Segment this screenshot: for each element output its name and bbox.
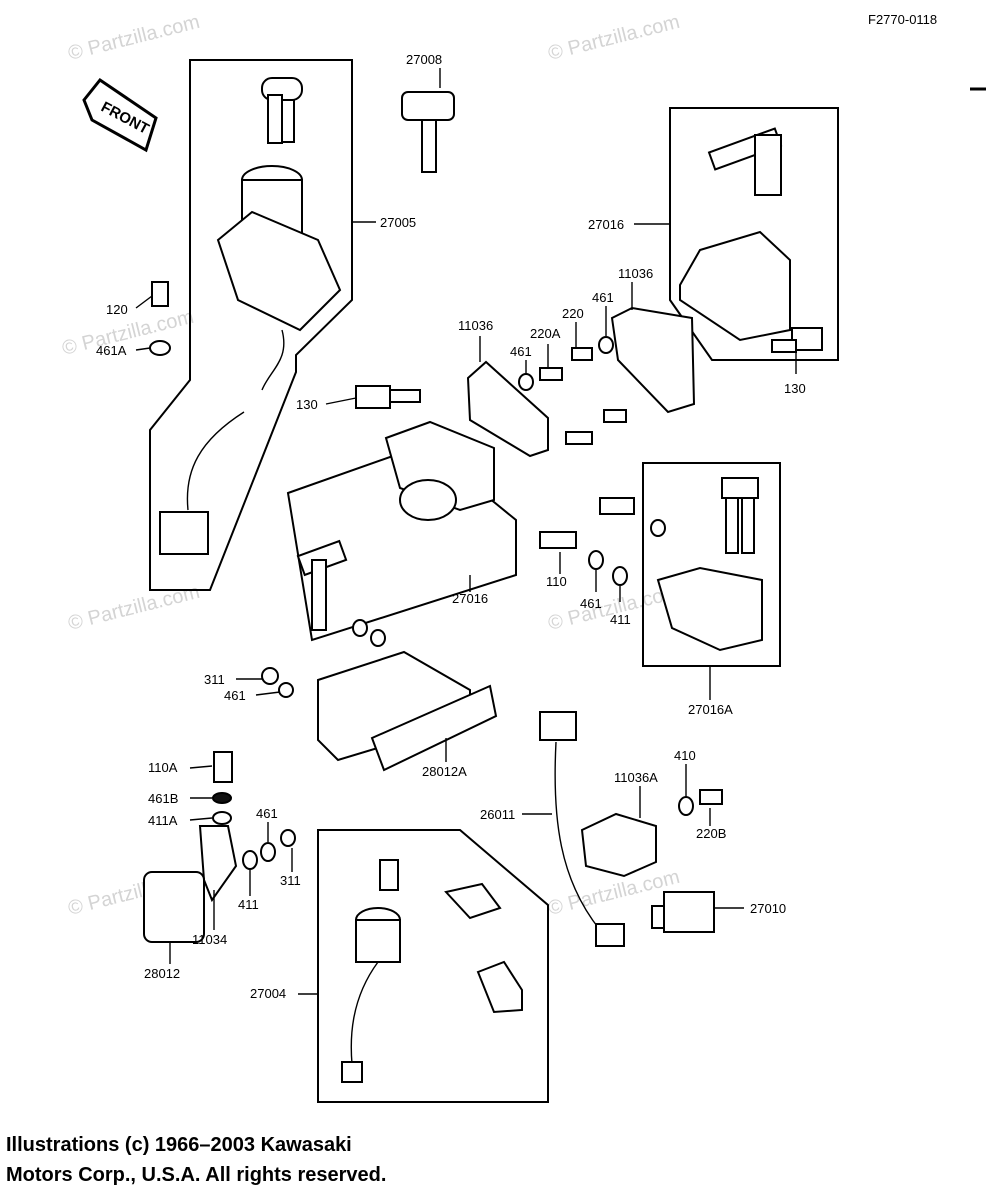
bracket-11036A (580, 812, 657, 878)
ignition-switch-27005 (159, 77, 342, 555)
label-11036: 11036 (618, 266, 653, 281)
label-411A: 411A (148, 813, 178, 828)
watermark: © Partzilla.com (66, 581, 202, 635)
label-28012A: 28012A (422, 764, 467, 779)
label-220B: 220B (696, 826, 726, 841)
copyright-notice: Illustrations (c) 1966–2003 Kawasaki Mot… (6, 1134, 387, 1186)
key-27008 (401, 91, 455, 173)
box-27005 (149, 59, 353, 591)
bolts-and-washers (149, 281, 823, 870)
front-arrow-icon: FRONT (82, 77, 158, 153)
diagram-code: F2770-0118 (868, 12, 937, 27)
label-110: 110 (546, 574, 567, 589)
bracket-11036-left (466, 360, 549, 458)
box-27004 (317, 829, 549, 1103)
label-110A: 110A (148, 760, 178, 775)
label-461: 461 (224, 688, 246, 703)
set-27004 (341, 859, 523, 1083)
label-311: 311 (280, 873, 301, 888)
label-410: 410 (674, 748, 696, 763)
lock-27016-top (679, 127, 791, 342)
box-27016-top (669, 107, 839, 361)
label-27016: 27016 (452, 591, 488, 606)
label-311: 311 (204, 672, 225, 687)
watermark: © Partzilla.com (60, 306, 196, 360)
label-11034: 11034 (192, 932, 227, 947)
label-461B: 461B (148, 791, 178, 806)
label-130: 130 (784, 381, 806, 396)
switch-27010 (651, 891, 715, 933)
label-120: 120 (106, 302, 128, 317)
label-27010: 27010 (750, 901, 786, 916)
lock-27016-mid (296, 420, 495, 631)
lock-27016A (656, 477, 763, 652)
label-27016A: 27016A (688, 702, 733, 717)
label-11036: 11036 (458, 318, 493, 333)
label-130: 130 (296, 397, 318, 412)
watermark: © Partzilla.com (546, 11, 682, 65)
reflector-28012 (143, 825, 238, 943)
box-27016A (642, 462, 781, 667)
label-461: 461 (510, 344, 532, 359)
part-labels: 27008 27005 27016 11036 11036 120 461A 1… (96, 52, 806, 1001)
label-27016: 27016 (588, 217, 624, 232)
label-26011: 26011 (480, 807, 515, 822)
label-27005: 27005 (380, 215, 416, 230)
bracket-11036-right (610, 306, 696, 414)
label-220: 220 (562, 306, 584, 321)
reflector-28012A (317, 650, 498, 772)
label-461: 461 (580, 596, 602, 611)
label-11036A: 11036A (614, 770, 658, 785)
label-28012: 28012 (144, 966, 180, 981)
leader-lines (135, 68, 797, 995)
label-27004: 27004 (250, 986, 286, 1001)
label-411: 411 (610, 612, 631, 627)
label-27008: 27008 (406, 52, 442, 67)
label-461: 461 (256, 806, 278, 821)
label-461A: 461A (96, 343, 127, 358)
label-220A: 220A (530, 326, 561, 341)
watermark: © Partzilla.com (66, 11, 202, 65)
watermarks: © Partzilla.com © Partzilla.com © Partzi… (60, 11, 682, 920)
label-461: 461 (592, 290, 614, 305)
wire-26011 (539, 711, 625, 947)
label-411: 411 (238, 897, 259, 912)
